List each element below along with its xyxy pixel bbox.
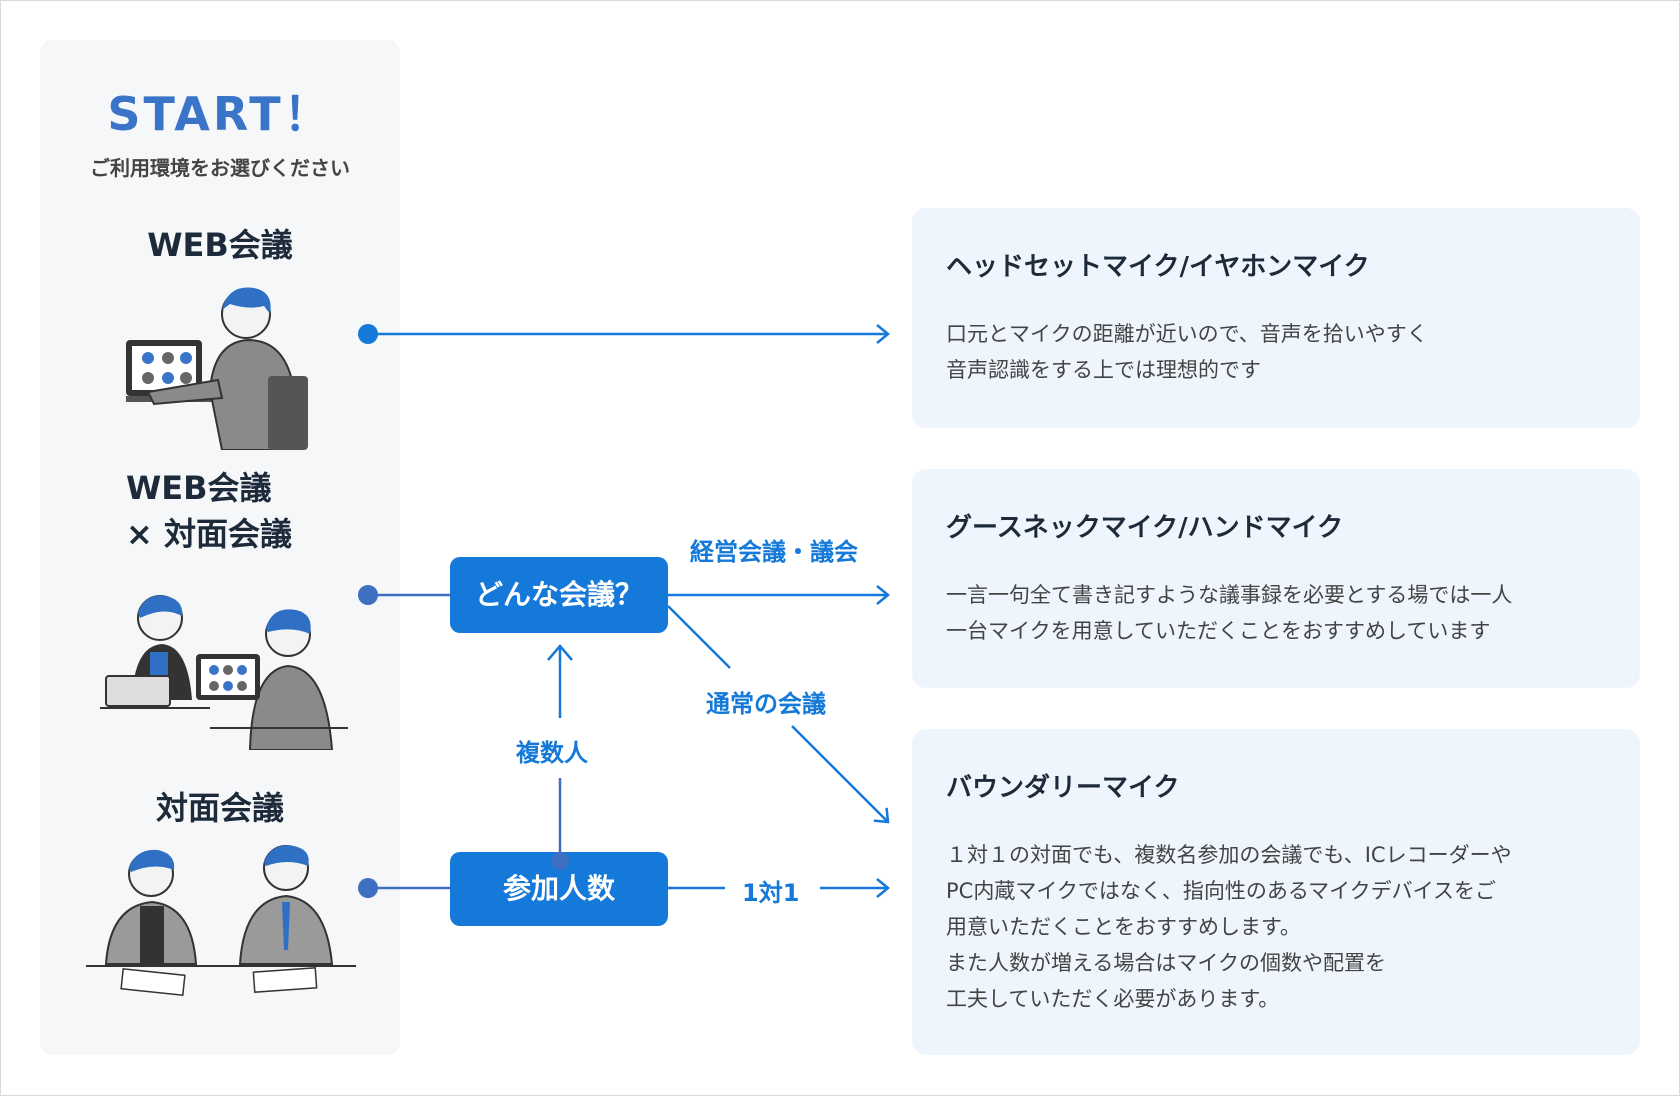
web-meeting-illustration	[126, 287, 308, 450]
result-title: ヘッドセットマイク/イヤホンマイク	[946, 252, 1370, 282]
result-title: バウンダリーマイク	[946, 773, 1180, 803]
result-card-headset: ヘッドセットマイク/イヤホンマイク 口元とマイクの距離が近いので、音声を拾いやす…	[912, 208, 1640, 428]
edge-label-normal: 通常の会議	[706, 684, 826, 719]
env-hybrid-label-line2: × 対面会議	[126, 515, 292, 553]
env-in-person-label: 対面会議	[155, 789, 284, 827]
start-subtitle: ご利用環境をお選びください	[90, 156, 350, 180]
result-card-boundary: バウンダリーマイク １対１の対面でも、複数名参加の会議でも、ICレコーダーや P…	[912, 729, 1640, 1055]
meeting-to-boundary-arrow	[791, 725, 890, 824]
participants-junction-dot	[551, 852, 569, 870]
env-web-meeting-label: WEB会議	[147, 226, 293, 264]
result-description: 口元とマイクの距離が近いので、音声を拾いやすく 音声認識をする上では理想的です	[946, 322, 1428, 382]
in-person-meeting-illustration	[86, 845, 356, 997]
edge-label-one-on-one: 1対1	[742, 873, 800, 908]
start-title: START！	[107, 87, 333, 141]
result-title: グースネックマイク/ハンドマイク	[946, 513, 1344, 543]
edge-label-multiple: 複数人	[516, 733, 588, 768]
result-card-gooseneck: グースネックマイク/ハンドマイク 一言一句全て書き記すような議事録を必要とする場…	[912, 469, 1640, 688]
environment-panel	[40, 40, 400, 1055]
result-description: 一言一句全て書き記すような議事録を必要とする場では一人 一台マイクを用意していた…	[946, 583, 1513, 643]
env-hybrid-label-line1: WEB会議	[126, 469, 272, 507]
meeting-type-node: どんな会議？	[450, 557, 668, 633]
result-description: １対１の対面でも、複数名参加の会議でも、ICレコーダーや PC内蔵マイクではなく…	[946, 843, 1512, 1011]
edge-label-executive: 経営会議・議会	[690, 532, 858, 567]
hybrid-meeting-illustration	[100, 595, 348, 750]
